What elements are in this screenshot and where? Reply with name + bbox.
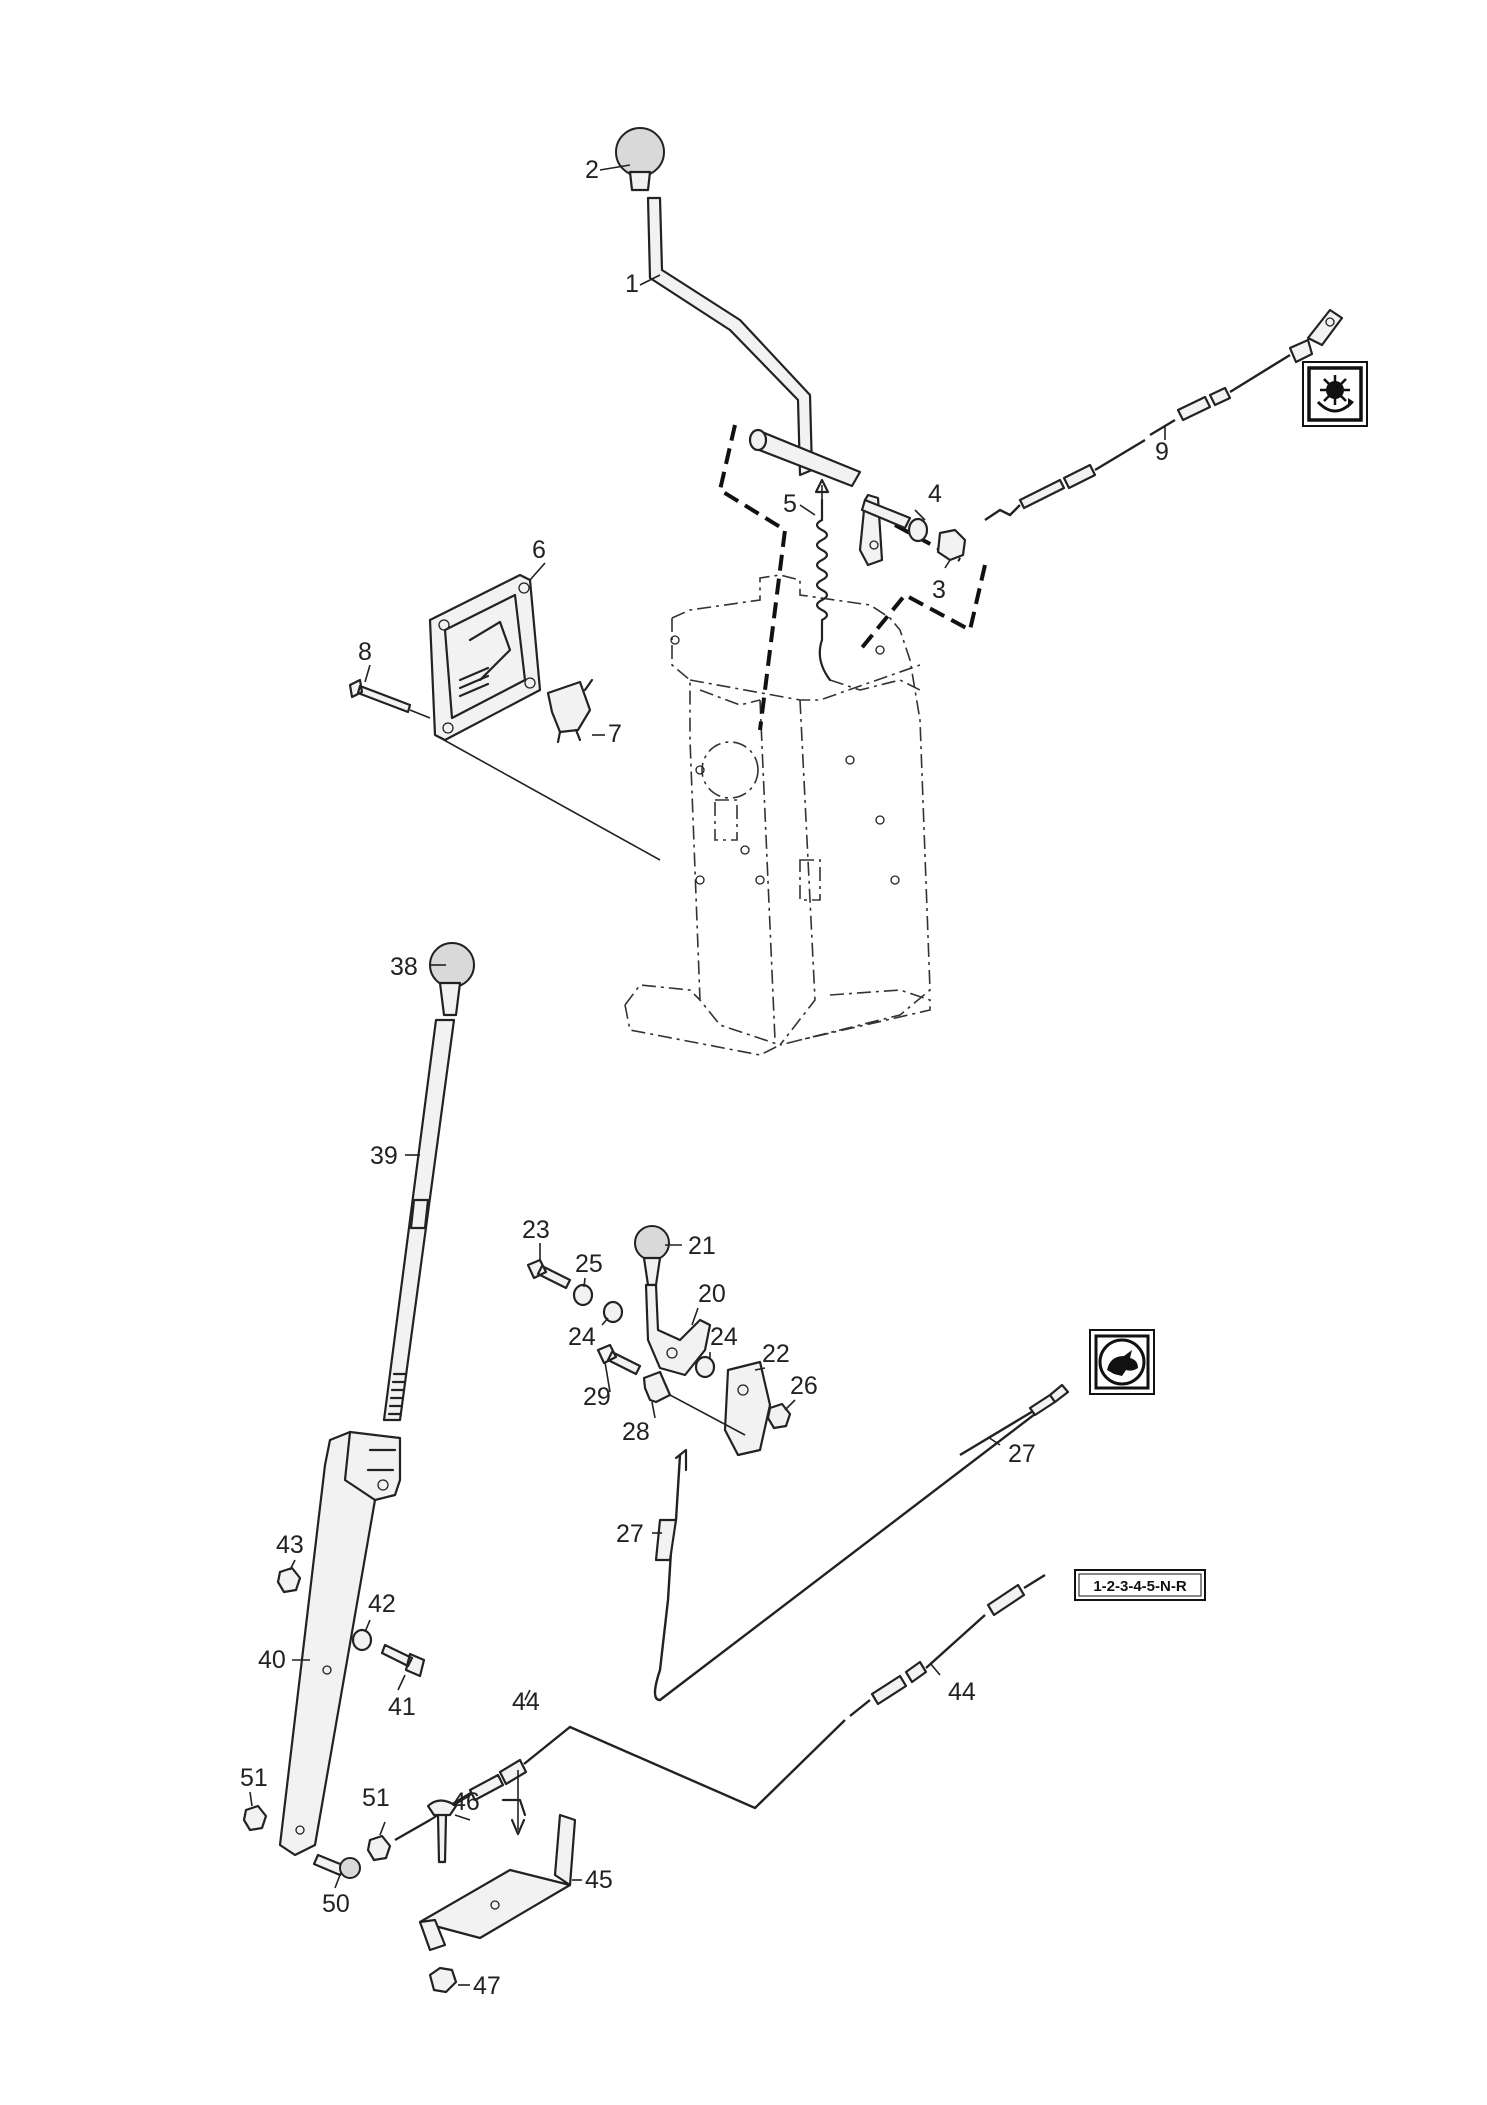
callout-1: 1 xyxy=(625,270,639,298)
washer-24-left xyxy=(602,1300,624,1324)
nut-43 xyxy=(276,1566,302,1594)
screw-8-leader xyxy=(409,709,431,719)
cable-27-tip xyxy=(1028,1383,1070,1417)
callout-46: 46 xyxy=(452,1788,480,1816)
rod-39-coupler xyxy=(409,1198,430,1230)
callout-25: 25 xyxy=(575,1250,603,1278)
callout-27-right: 27 xyxy=(1008,1440,1036,1468)
housing-phantom xyxy=(624,574,931,1056)
switch-7 xyxy=(546,680,592,734)
callout-6: 6 xyxy=(532,536,546,564)
callout-5: 5 xyxy=(783,490,797,518)
screw-8 xyxy=(348,678,412,714)
return-spring xyxy=(814,478,832,682)
callout-4: 4 xyxy=(928,480,942,508)
washer-24-right xyxy=(694,1355,716,1379)
callout-50: 50 xyxy=(322,1890,350,1918)
nut-47 xyxy=(428,1966,458,1994)
callout-51-left: 51 xyxy=(240,1764,268,1792)
clip-28 xyxy=(642,1370,672,1404)
callout-8: 8 xyxy=(358,638,372,666)
bracket-45 xyxy=(418,1798,577,1952)
callout-26: 26 xyxy=(790,1372,818,1400)
rod-39-thread xyxy=(387,1372,408,1416)
assembly-outline-left xyxy=(717,424,788,731)
cable-44-arrowhead xyxy=(510,1818,526,1836)
nut-51-right xyxy=(366,1834,392,1862)
nut-26 xyxy=(766,1402,792,1430)
callout-3: 3 xyxy=(932,576,946,604)
callout-51-right: 51 xyxy=(362,1784,390,1812)
washer-42 xyxy=(351,1628,373,1652)
washer-25 xyxy=(572,1283,594,1307)
gear-lever xyxy=(646,196,912,567)
callout-24-left: 24 xyxy=(568,1323,596,1351)
callout-40: 40 xyxy=(258,1646,286,1674)
knob-38-neck xyxy=(438,981,462,1017)
callout-23: 23 xyxy=(522,1216,550,1244)
callout-27-left: 27 xyxy=(616,1520,644,1548)
callout-41: 41 xyxy=(388,1693,416,1721)
bracket-22 xyxy=(723,1360,772,1457)
ball-joint-50-ball xyxy=(339,1857,361,1879)
callout-24-right: 24 xyxy=(710,1323,738,1351)
cable-27-end xyxy=(654,1518,678,1562)
callout-44-left: 44 xyxy=(512,1688,540,1716)
callout-21: 21 xyxy=(688,1232,716,1260)
callout-9: 9 xyxy=(1155,438,1169,466)
shift-lever-20 xyxy=(644,1283,712,1377)
knob-21-neck xyxy=(642,1256,662,1287)
nut-3 xyxy=(936,528,967,562)
cable-27-lower xyxy=(653,1394,1061,1702)
screw-23 xyxy=(526,1258,572,1290)
callout-47: 47 xyxy=(473,1972,501,2000)
nut-51-left xyxy=(242,1804,268,1832)
bolt-41 xyxy=(380,1643,426,1678)
washer-4 xyxy=(907,517,929,543)
gear-knob-neck xyxy=(628,170,652,192)
assembly-outline-right xyxy=(858,564,987,652)
callout-29: 29 xyxy=(583,1383,611,1411)
bolt-46 xyxy=(426,1799,458,1864)
leader-lines xyxy=(249,164,1166,1986)
shift-cable-9 xyxy=(984,308,1344,521)
callout-43: 43 xyxy=(276,1531,304,1559)
callout-7: 7 xyxy=(608,720,622,748)
shift-knob-21 xyxy=(634,1225,670,1261)
callout-28: 28 xyxy=(622,1418,650,1446)
bracket-22-line xyxy=(669,1394,746,1436)
switch-7-tabs xyxy=(556,678,594,744)
rabbit-speed-icon xyxy=(1089,1329,1155,1395)
callout-44-right: 44 xyxy=(948,1678,976,1706)
callout-20: 20 xyxy=(698,1280,726,1308)
cable-44 xyxy=(394,1573,1046,1842)
callout-2: 2 xyxy=(585,156,599,184)
gear-code-text: 1-2-3-4-5-N-R xyxy=(1093,1578,1187,1595)
callout-38: 38 xyxy=(390,953,418,981)
callout-labels: 1 2 3 4 5 6 7 8 9 20 21 22 23 24 24 25 2… xyxy=(240,156,1169,2000)
screw-29 xyxy=(596,1343,642,1376)
gear-knob xyxy=(615,127,665,177)
shift-gate-plate xyxy=(428,573,542,742)
gear-shift-icon xyxy=(1302,361,1368,427)
callout-39: 39 xyxy=(370,1142,398,1170)
callout-45: 45 xyxy=(585,1866,613,1894)
callout-22: 22 xyxy=(762,1340,790,1368)
plate-mount-line xyxy=(434,734,661,861)
gear-code-box: 1-2-3-4-5-N-R xyxy=(1074,1569,1206,1601)
bracket-22-hole xyxy=(737,1384,749,1396)
cable-27-hook xyxy=(674,1448,688,1472)
lever-arm-40 xyxy=(278,1430,402,1857)
callout-42: 42 xyxy=(368,1590,396,1618)
shift-lever-20-hole xyxy=(666,1347,678,1359)
